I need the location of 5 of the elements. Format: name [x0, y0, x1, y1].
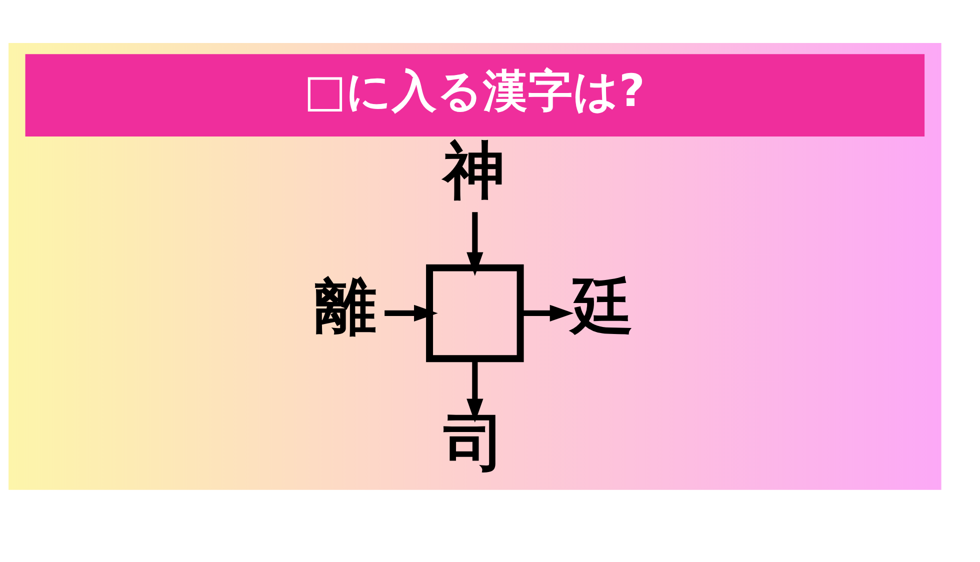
- diagram-title: □に入る漢字は?: [304, 64, 645, 116]
- node-text: 離: [315, 270, 376, 342]
- node-text: 司: [444, 407, 504, 478]
- node-text: 廷: [572, 270, 633, 342]
- node-text: 神: [444, 134, 504, 206]
